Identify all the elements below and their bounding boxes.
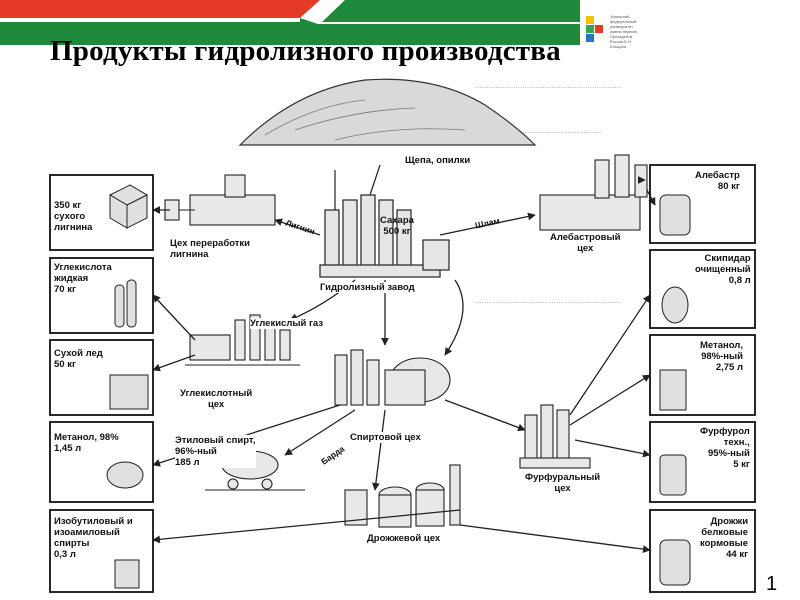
logo-line: Уральский: [610, 14, 630, 19]
product-box-furfural: [649, 421, 756, 503]
product-label-fusel-alcohols: Изобутиловый и изоамиловый спирты 0,3 л: [54, 516, 133, 560]
alabaster-workshop-drawing: [539, 154, 648, 231]
lignin-cube-icon-front: [126, 194, 148, 229]
diagram-drawing: [49, 78, 756, 593]
alabaster-shop-label: Алебастровый цех: [550, 232, 621, 254]
logo-line: университет: [610, 24, 633, 29]
spirit-workshop-drawing: [334, 349, 451, 406]
product-label-methanol-right: Метанол, 98%-ный 2,75 л: [700, 340, 743, 373]
sugar-text: Сахара 500 кг: [380, 215, 414, 237]
logo-line: имени первого Президента: [610, 29, 638, 39]
hydrolysis-diagram: ........................................…: [35, 70, 795, 595]
furfural-workshop-drawing: [519, 404, 591, 469]
lignin-shop-label: Цех переработки лигнина: [170, 238, 251, 260]
logo-square-green: [586, 25, 594, 33]
furfural-shop-label: Фурфуральный цех: [525, 472, 601, 494]
logo-square-red: [595, 25, 603, 33]
logo-line: России Б.Н. Ельцина: [610, 39, 633, 49]
right-product-boxes: [649, 164, 756, 593]
lignin-workshop-drawing: [164, 174, 276, 226]
university-logo: [586, 16, 603, 42]
wood-chip-pile: [238, 78, 537, 146]
product-label-furfural: Фурфурол техн., 95%-ный 5 кг: [700, 426, 750, 470]
co2-shop-label: Углекислотный цех: [180, 388, 253, 410]
header-logo-panel: [580, 0, 800, 45]
product-label-co2-liquid: Углекислота жидкая 70 кг: [54, 262, 112, 295]
co2-cylinder-icon: [126, 279, 137, 328]
product-label-alabaster: Алебастр 80 кг: [695, 170, 740, 192]
product-box-dry-ice: [49, 339, 154, 416]
source-label: Щепа, опилки: [405, 155, 471, 166]
logo-caption: Уральский федеральный университет имени …: [610, 14, 642, 49]
yeast-shop-label: Дрожжевой цех: [367, 533, 441, 544]
product-box-methanol-right: [649, 334, 756, 416]
dry-ice-blocks-icon: [109, 374, 149, 410]
product-label-dry-ice: Сухой лед 50 кг: [54, 348, 103, 370]
sugar-label: Сахара 500 кг: [380, 215, 414, 237]
product-box-lignin: [49, 174, 154, 251]
product-label-lignin: 350 кг сухого лигнина: [54, 200, 93, 233]
logo-square-blue: [586, 34, 594, 42]
product-box-co2-liquid: [49, 257, 154, 334]
product-label-methanol-left: Метанол, 98% 1,45 л: [54, 432, 119, 454]
page-number: 1: [766, 573, 778, 595]
logo-line: федеральный: [610, 19, 637, 24]
product-box-alabaster: [649, 164, 756, 244]
methanol-barrel-icon: [106, 461, 144, 489]
product-box-methanol-left: [49, 421, 154, 503]
yeast-sack-icon: [659, 539, 691, 586]
turpentine-bottle-icon: [661, 286, 689, 324]
product-illustrations: [106, 184, 691, 589]
plant-label: Гидролизный завод: [320, 282, 415, 293]
header-bar-white-strip: [0, 18, 300, 22]
co2-gas-label: Углекислый газ: [250, 318, 324, 329]
methanol-bucket-icon: [659, 369, 687, 411]
fusel-bucket-icon: [114, 559, 140, 589]
product-label-yeast: Дрожжи белковые кормовые 44 кг: [700, 516, 749, 560]
logo-square-yellow: [586, 16, 594, 24]
product-label-turpentine: Скипидар очищенный 0,8 л: [695, 253, 751, 286]
left-product-boxes: [49, 174, 154, 593]
furfural-drum-icon: [659, 454, 687, 496]
spirit-shop-label: Спиртовой цех: [350, 432, 421, 443]
wood-chip-texture: [264, 99, 466, 141]
product-box-turpentine: [649, 249, 756, 329]
product-box-yeast: [649, 509, 756, 593]
header-bar-red-stripe: [0, 0, 320, 18]
product-box-fusel-alcohols: [49, 509, 154, 593]
yeast-workshop-drawing: [344, 464, 461, 528]
slide-title: Продукты гидролизного производства: [50, 35, 561, 67]
header-bar: [0, 0, 800, 45]
ethanol-label: Этиловый спирт, 96%-ный 185 л: [175, 435, 256, 468]
hydrolysis-plant: [319, 164, 450, 278]
alabaster-sack-icon: [659, 194, 691, 236]
co2-cylinder-icon: [114, 284, 125, 328]
